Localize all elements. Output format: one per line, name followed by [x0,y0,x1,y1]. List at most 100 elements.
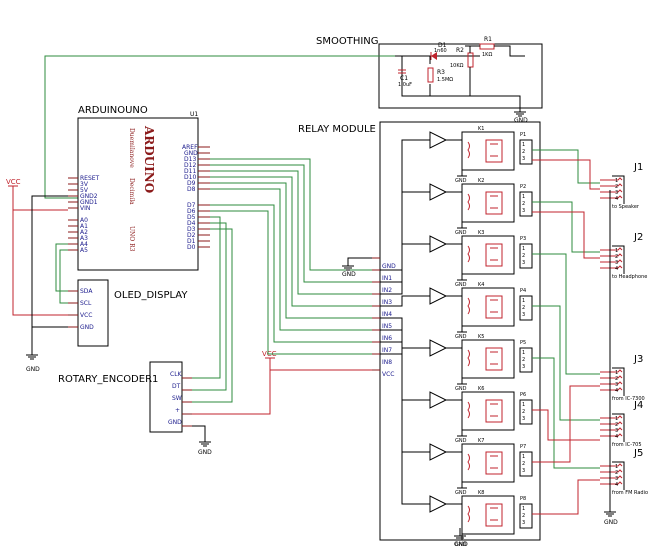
jack-pin-number: 1 [615,464,618,470]
pin-d10: D10 [184,174,196,181]
pin-d11: D11 [184,168,196,175]
relay-jack-wire [532,253,600,375]
smoothing-title: SMOOTHING [316,36,379,47]
jack-pin-number: 2 [615,470,618,476]
jack-contact [600,427,623,431]
pin-a1: A1 [80,223,88,230]
c1-label: C1 [400,75,408,82]
relay-switch [490,195,498,209]
jack-contact [600,387,623,391]
gnd-bottom-label: GND [454,541,468,547]
terminal-pin: 3 [522,156,525,162]
terminal-pin: 3 [522,208,525,214]
pin-reset: RESET [80,175,100,182]
pin-d5: D5 [187,214,196,221]
oled-pin-vcc: VCC [80,312,92,319]
terminal-pin: 2 [522,357,525,363]
pin-d6: D6 [187,208,196,215]
relay-contact [485,503,503,527]
rotary-pin-sw: SW [172,395,182,402]
c1-capacitor [398,69,406,74]
r1-value: 1KΩ [482,52,492,58]
arduino-uno: ARDUINOUNO U1 ARDUINO Duemilanove Decimi… [68,105,210,271]
relay-terminal [519,347,533,373]
terminal-pin: 2 [522,513,525,519]
relay-box [461,131,515,171]
relay-contact [485,139,503,163]
jack-pin-number: 1 [615,370,618,376]
pin-gnd1: GND1 [80,199,98,206]
gnd-relay-label: GND [342,271,356,278]
terminal-label: P7 [520,444,526,450]
relay-jack-wire [532,409,600,441]
coil-ground [457,378,467,385]
relay-jack-wire [532,149,600,184]
pin-gnd: GND [184,150,198,157]
terminal-pin: 3 [522,416,525,422]
relay-pin-in1: IN1 [382,275,392,282]
terminal-label: P6 [520,392,526,398]
r3-label: R3 [437,69,445,76]
jack-pin-number: 4 [615,434,618,440]
jack-pin-number: 1 [615,178,618,184]
gnd-left: GND [26,195,68,373]
relay-contact [485,243,503,267]
pin-3v: 3V [80,181,89,188]
arduino-ref: U1 [190,111,198,118]
jack-contact [600,381,623,385]
jack-body [612,245,625,274]
relay-switch [490,299,498,313]
rotary-pin-gnd: GND [168,419,182,426]
arduino-title: ARDUINOUNO [78,105,148,116]
terminal-pin: 1 [522,402,525,408]
relay-switch [490,507,498,521]
relay-pin-in2: IN2 [382,287,392,294]
arduino-relay-wires: GND [210,158,372,355]
terminal-pin: 3 [522,468,525,474]
jack-contact [600,415,623,419]
pin-d7: D7 [187,202,196,209]
relay-label: K7 [478,438,484,444]
jack-contact [600,253,623,257]
terminal-label: P5 [520,340,526,346]
terminal-pin: 2 [522,149,525,155]
relay-module-title: RELAY MODULE [298,124,376,135]
relay-label: K2 [478,178,484,184]
coil-gnd-label: GND [455,490,467,496]
pin-d2: D2 [187,232,196,239]
relay-coil [467,505,470,523]
terminal-pin: 3 [522,364,525,370]
gnd-rotary-label: GND [198,449,212,456]
jack-label: from IC-7300 [612,396,645,402]
relay-coil [467,453,470,471]
jack-contact [600,421,623,425]
relay-channels: K1GNDP1123K2GNDP2123K3GNDP3123K4GNDP4123… [380,126,533,547]
pin-d0: D0 [187,244,196,251]
jack-pin-number: 3 [615,428,618,434]
jack-pin-number: 3 [615,476,618,482]
relay-label: K5 [478,334,484,340]
pin-5v: 5V [80,187,89,194]
jack-pin-number: 2 [615,376,618,382]
oled-title: OLED_DISPLAY [114,290,188,301]
terminal-pin: 1 [522,350,525,356]
pin-aref: AREF [182,144,198,151]
terminal-pin: 1 [522,454,525,460]
relay-box [461,339,515,379]
relay-jack-wire [532,479,600,515]
r1-label: R1 [484,36,492,43]
gnd-jack-label: GND [604,519,618,526]
relay-terminal [519,191,533,217]
terminal-label: P3 [520,236,526,242]
relay-pin-in6: IN6 [382,335,392,342]
arduino-left-pins: RESET 3V 5V GND2 GND1 VIN A0 A1 A2 A3 A4… [80,175,100,254]
rotary-pin-plus: + [175,407,180,414]
relay-switch [490,455,498,469]
driver-symbol [429,183,448,201]
driver-symbol [429,339,448,357]
oled-pin-scl: SCL [80,300,92,307]
coil-gnd-label: GND [455,334,467,340]
driver-symbol [429,443,448,461]
terminal-label: P4 [520,288,526,294]
